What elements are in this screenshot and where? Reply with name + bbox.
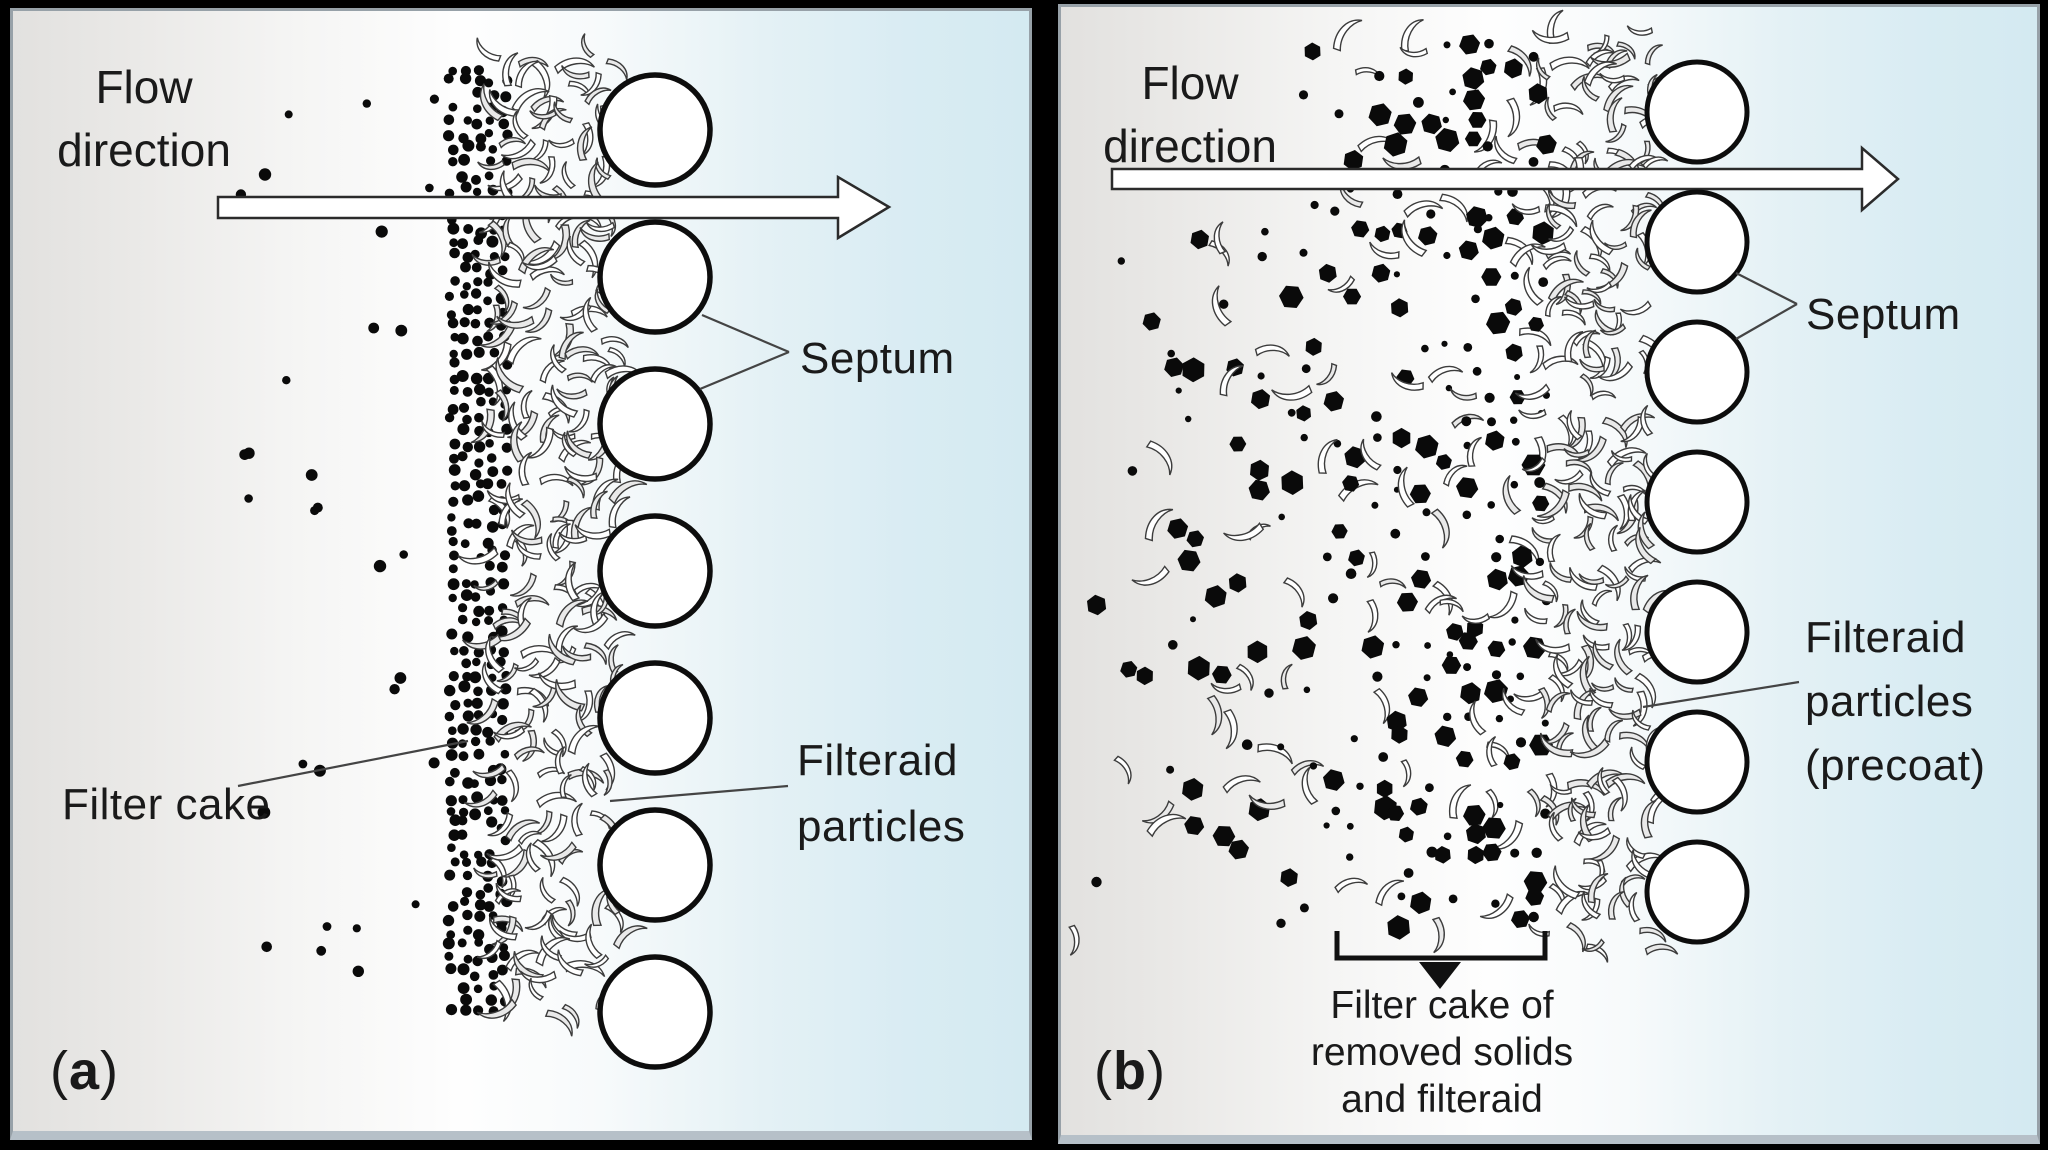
tag-letter-b: b bbox=[1112, 1041, 1147, 1101]
filteraid-line2-b: particles bbox=[1805, 677, 1974, 726]
panel-tag-a: (a) bbox=[50, 1040, 119, 1102]
caption-line1-b: Filter cake of bbox=[1330, 984, 1554, 1027]
filteraid-label-a: Filteraid particles bbox=[797, 728, 965, 860]
tag-letter-a: a bbox=[68, 1041, 101, 1101]
filteraid-line3-b: (precoat) bbox=[1805, 741, 1986, 790]
septum-label-a: Septum bbox=[800, 334, 955, 383]
flow-direction-label-a: Flow direction bbox=[38, 56, 250, 182]
tag-open-b: ( bbox=[1094, 1041, 1113, 1101]
filteraid-line2-a: particles bbox=[797, 802, 966, 851]
tag-close-b: ) bbox=[1146, 1041, 1166, 1101]
filteraid-precoat-label-b: Filteraid particles (precoat) bbox=[1805, 606, 1986, 798]
flow-line2-a: direction bbox=[57, 124, 231, 176]
caption-line2-b: removed solids bbox=[1310, 1031, 1574, 1074]
flow-direction-label-b: Flow direction bbox=[1084, 52, 1296, 178]
filteraid-line1-b: Filteraid bbox=[1805, 613, 1966, 662]
septum-label-b: Septum bbox=[1806, 290, 1961, 339]
tag-open-a: ( bbox=[50, 1041, 69, 1101]
filteraid-line1-a: Filteraid bbox=[797, 736, 958, 785]
flow-line2-b: direction bbox=[1103, 120, 1277, 172]
cake-caption-b: Filter cake of removed solids and filter… bbox=[1266, 982, 1618, 1123]
flow-line1-b: Flow bbox=[1141, 57, 1239, 109]
tag-close-a: ) bbox=[100, 1041, 120, 1101]
flow-line1-a: Flow bbox=[95, 61, 193, 113]
caption-line3-b: and filteraid bbox=[1341, 1078, 1543, 1121]
panel-tag-b: (b) bbox=[1094, 1040, 1166, 1102]
filter-cake-label-a: Filter cake bbox=[62, 780, 271, 829]
